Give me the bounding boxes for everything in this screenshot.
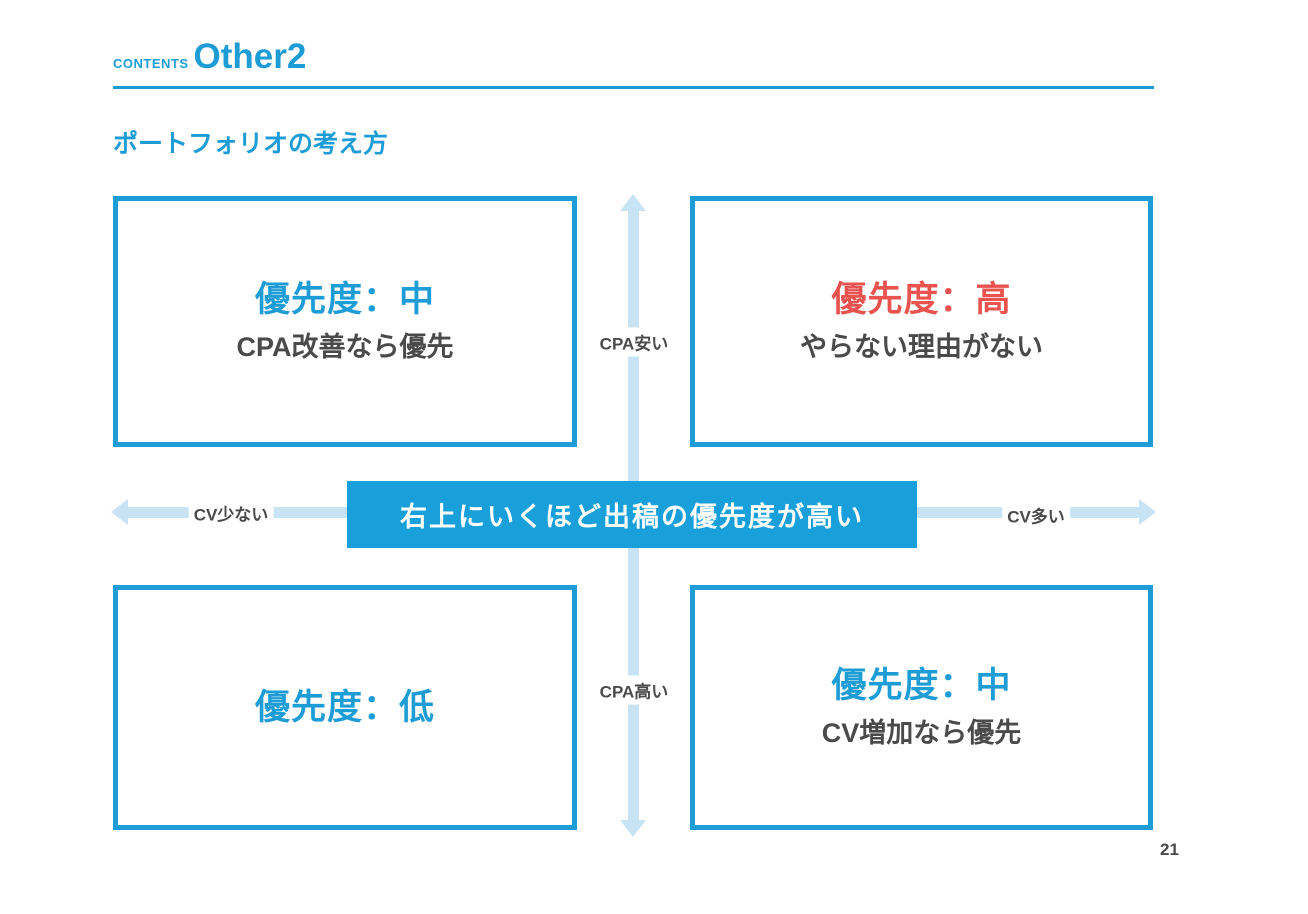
priority-label: 優先度：中 (254, 280, 435, 320)
header-divider (113, 86, 1154, 89)
arrow-up-icon (620, 194, 646, 211)
header: CONTENTS Other2 (113, 37, 307, 77)
priority-note: CPA改善なら優先 (236, 332, 454, 363)
contents-eyebrow: CONTENTS (113, 56, 189, 71)
priority-note: やらない理由がない (800, 332, 1043, 363)
center-banner: 右上にいくほど出稿の優先度が高い (347, 481, 917, 548)
axis-label-cv-few: CV少ない (188, 498, 274, 528)
priority-label: 優先度：中 (831, 666, 1012, 706)
quadrant-top-right: 優先度：高 やらない理由がない (690, 196, 1153, 447)
page-number: 21 (1160, 840, 1179, 859)
priority-label: 優先度：低 (254, 687, 435, 727)
axis-label-cv-many: CV多い (1002, 500, 1070, 530)
page-title: Other2 (193, 37, 307, 76)
priority-note: CV増加なら優先 (821, 718, 1022, 749)
quadrant-bottom-right: 優先度：中 CV増加なら優先 (690, 585, 1153, 830)
quadrant-bottom-left: 優先度：低 (113, 585, 577, 830)
axis-label-cpa-high: CPA高い (594, 675, 674, 705)
slide-subtitle: ポートフォリオの考え方 (113, 130, 389, 158)
priority-label: 優先度：高 (831, 280, 1012, 320)
arrow-right-icon (1139, 499, 1156, 525)
quadrant-top-left: 優先度：中 CPA改善なら優先 (113, 196, 577, 447)
axis-label-cpa-low: CPA安い (594, 327, 674, 357)
arrow-down-icon (620, 820, 646, 837)
arrow-left-icon (111, 499, 128, 525)
